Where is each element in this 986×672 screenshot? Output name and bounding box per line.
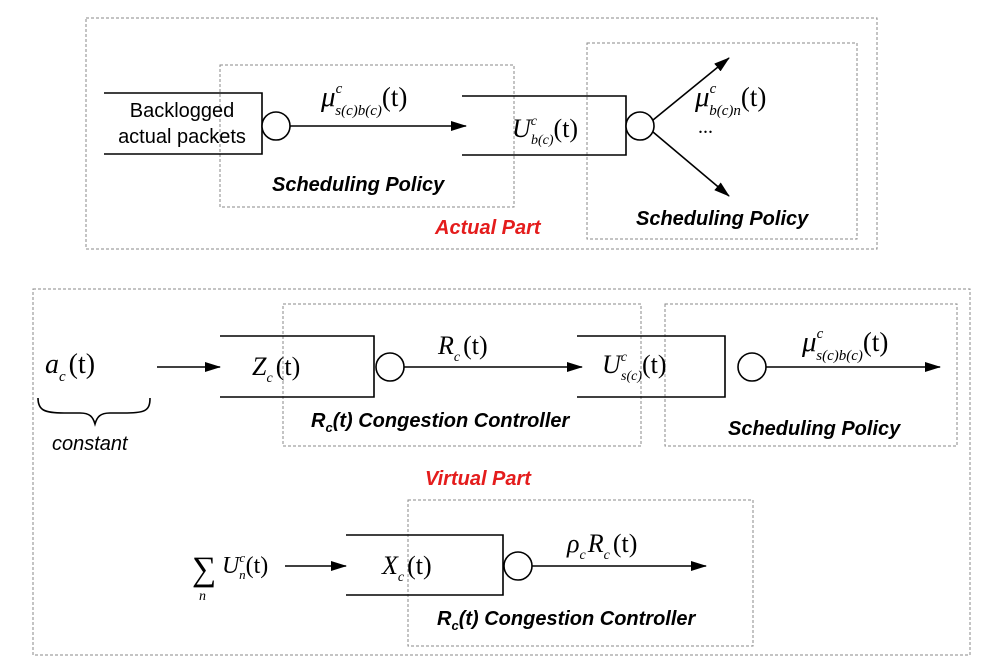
server-circle-source	[261, 111, 291, 141]
virtual-part-label: Virtual Part	[425, 468, 532, 490]
constant-brace	[37, 397, 151, 427]
constant-label: constant	[52, 433, 129, 455]
congestion-controller-label-2: Rc(t) Congestion Controller	[437, 608, 697, 633]
input-ac-label: ac(t)	[45, 349, 95, 385]
virtual-part-frame	[32, 288, 971, 656]
actual-part-frame	[85, 17, 878, 250]
server-circle-x	[503, 551, 533, 581]
actual-part-label: Actual Part	[434, 217, 542, 239]
scheduling-policy-frame-3	[664, 303, 958, 447]
scheduling-policy-label-3: Scheduling Policy	[728, 418, 901, 440]
queue-u-sc-box	[577, 335, 726, 398]
arrow-out-upper	[652, 57, 730, 121]
scheduling-policy-label-2: Scheduling Policy	[636, 208, 809, 230]
rate-label-rc: Rc(t)	[437, 331, 488, 365]
congestion-controller-label-1: Rc(t) Congestion Controller	[311, 410, 571, 435]
server-circle-u-sc	[737, 352, 767, 382]
sum-symbol: ∑	[192, 551, 216, 588]
queue-x-label: Xc(t)	[381, 551, 432, 585]
ellipsis-label: ...	[698, 116, 713, 138]
scheduling-policy-frame-1	[219, 64, 515, 208]
server-circle-u-bc	[625, 111, 655, 141]
rate-label-rho-rc: ρcRc(t)	[566, 529, 637, 563]
scheduling-policy-label-1: Scheduling Policy	[272, 174, 445, 196]
source-label-line1: Backlogged	[130, 100, 235, 122]
queue-x-box	[346, 534, 504, 596]
arrow-out-lower	[652, 131, 730, 197]
queue-z-label: Zc(t)	[252, 352, 300, 386]
congestion-controller-frame-2	[407, 499, 754, 647]
source-label-line2: actual packets	[118, 126, 246, 148]
scheduling-policy-frame-2	[586, 42, 858, 240]
server-circle-z	[375, 352, 405, 382]
queue-z-box	[220, 335, 375, 398]
sum-index: n	[199, 589, 206, 604]
